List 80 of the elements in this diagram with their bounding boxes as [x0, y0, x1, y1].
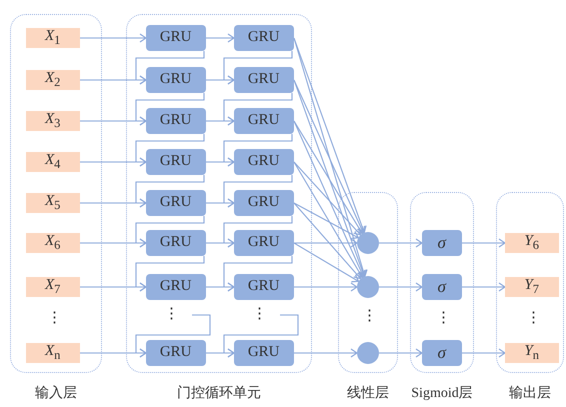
gru-box: GRU	[234, 190, 294, 216]
gru-box: GRU	[146, 108, 206, 134]
arrow	[206, 33, 235, 43]
arrow	[294, 120, 364, 234]
arrow	[294, 202, 362, 280]
arrow	[462, 282, 506, 292]
ellipsis-mark: ⋮	[526, 310, 538, 326]
input-box: X$_{n}$	[26, 342, 80, 363]
arrow	[462, 238, 506, 248]
gru-box: GRU	[234, 108, 294, 134]
arrow	[135, 314, 211, 358]
arrow	[294, 282, 358, 292]
arrow	[293, 38, 368, 278]
arrow	[135, 134, 205, 167]
layer-title: Sigmoid层	[410, 385, 474, 402]
input-box: X$_{5}$	[26, 192, 80, 213]
sigmoid-box: σ	[422, 230, 462, 256]
arrow	[293, 80, 367, 278]
neuron-circle	[356, 276, 379, 298]
arrow	[223, 134, 293, 167]
arrow	[294, 162, 364, 278]
input-box: X$_{6}$	[26, 232, 80, 253]
arrow	[223, 256, 293, 292]
output-box: Y$_{n}$	[504, 342, 559, 363]
gru-box: GRU	[234, 230, 294, 256]
input-box: X$_{7}$	[26, 276, 80, 297]
output-box: Y$_{7}$	[504, 276, 559, 297]
gru-box: GRU	[146, 190, 206, 216]
gru-box: GRU	[146, 148, 206, 175]
arrow	[135, 93, 205, 126]
gru-box: GRU	[234, 24, 294, 51]
ellipsis-mark: ⋮	[47, 310, 59, 326]
layer-title: 输出层	[508, 384, 552, 402]
arrow	[379, 348, 423, 358]
input-box: X$_{1}$	[26, 28, 80, 48]
gru-box: GRU	[146, 274, 206, 300]
arrow	[223, 216, 293, 248]
input-box: X$_{2}$	[26, 70, 80, 90]
arrow	[223, 175, 293, 208]
input-box: X$_{4}$	[26, 152, 80, 172]
gru-box: GRU	[146, 340, 206, 366]
layer-title: 线性层	[346, 384, 390, 402]
ellipsis-mark: ⋮	[436, 310, 448, 326]
arrow	[80, 33, 147, 43]
arrow	[294, 202, 359, 240]
arrow	[135, 51, 205, 85]
gru-box: GRU	[234, 148, 294, 175]
neuron-circle	[356, 232, 379, 254]
layer-title: 门控循环单元	[176, 384, 262, 402]
layer-title: 输入层	[34, 384, 78, 402]
arrow	[135, 256, 205, 292]
arrow	[462, 348, 506, 358]
arrow	[223, 314, 299, 358]
arrow	[293, 38, 367, 234]
input-box: X$_{3}$	[26, 110, 80, 131]
gru-box: GRU	[146, 230, 206, 256]
ellipsis-mark: ⋮	[252, 306, 264, 322]
arrow	[223, 93, 293, 126]
sigmoid-box: σ	[422, 340, 462, 366]
gru-box: GRU	[146, 24, 206, 51]
arrow	[223, 51, 293, 85]
sigmoid-box: σ	[422, 274, 462, 300]
arrow	[294, 80, 366, 234]
arrow	[379, 282, 423, 292]
output-box: Y$_{6}$	[504, 232, 559, 253]
arrow	[294, 162, 362, 236]
arrow	[294, 348, 358, 358]
arrow	[379, 238, 423, 248]
gru-box: GRU	[146, 66, 206, 93]
arrow	[294, 242, 360, 282]
gru-box: GRU	[234, 274, 294, 300]
ellipsis-mark: ⋮	[362, 308, 374, 324]
arrow	[294, 238, 358, 248]
arrow	[294, 120, 366, 278]
gru-box: GRU	[234, 340, 294, 366]
arrow	[135, 216, 205, 248]
ellipsis-mark: ⋮	[164, 306, 176, 322]
arrow	[135, 175, 205, 208]
neuron-circle	[356, 342, 379, 364]
gru-box: GRU	[234, 66, 294, 93]
